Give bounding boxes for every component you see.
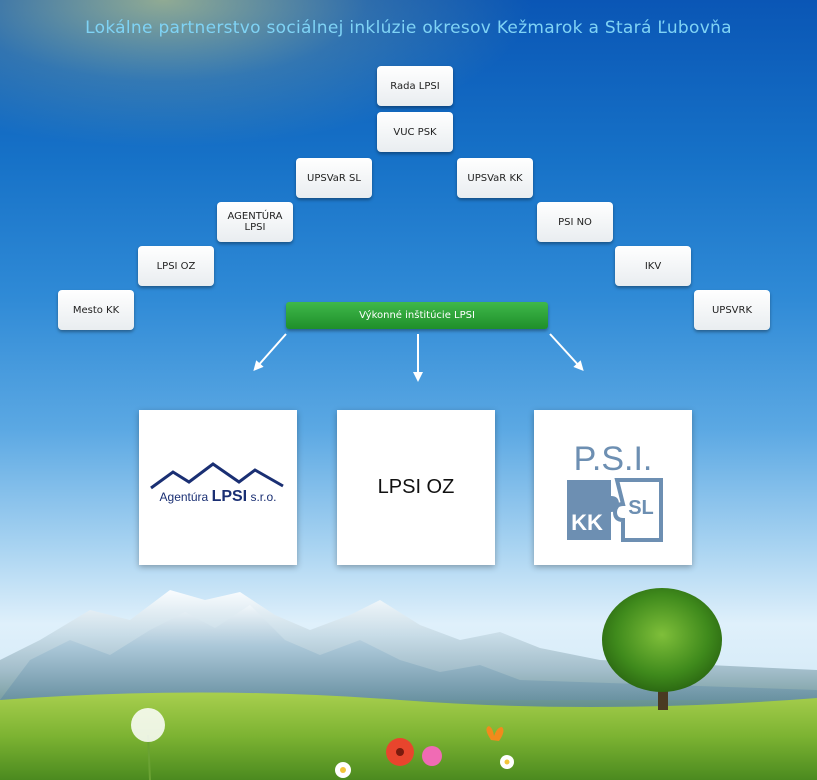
agentura-logo-text: Agentúra LPSI s.r.o. (143, 488, 293, 506)
agentura-logo-suffix: s.r.o. (247, 489, 277, 504)
node-psi-no: PSI NO (537, 202, 613, 242)
arrow-left (253, 333, 287, 371)
node-vuc-psk: VUC PSK (377, 112, 453, 152)
dandelion-head (131, 708, 165, 742)
node-upsvar-sl: UPSVaR SL (296, 158, 372, 198)
card-agentura-lpsi: Agentúra LPSI s.r.o. (139, 410, 297, 565)
card-lpsi-oz: LPSI OZ (337, 410, 495, 565)
butterfly (486, 726, 504, 741)
mountain-range-near (0, 605, 817, 720)
card-lpsi-oz-text: LPSI OZ (377, 476, 455, 498)
flower-white-2-center (504, 759, 510, 765)
agentura-logo-brand: LPSI (211, 487, 248, 505)
psi-logo-right: SL (628, 497, 654, 519)
node-upsvar-kk: UPSVaR KK (457, 158, 533, 198)
flower-white-center (340, 767, 346, 773)
tree-trunk (658, 640, 668, 710)
card-psi: P.S.I. KK SL (534, 410, 692, 565)
psi-logo-left: KK (571, 510, 603, 535)
agentura-logo-prefix: Agentúra (159, 489, 212, 504)
node-ikv: IKV (615, 246, 691, 286)
flower-red-center (396, 748, 404, 756)
mountain-peaks-icon (150, 461, 284, 489)
psi-logo-top: P.S.I. (573, 440, 652, 478)
node-agentura-lpsi: AGENTÚRA LPSI (217, 202, 293, 242)
agentura-lpsi-logo: Agentúra LPSI s.r.o. (143, 458, 293, 518)
flower-pink (422, 746, 442, 766)
psi-logo: P.S.I. KK SL (566, 440, 663, 542)
meadow (0, 692, 817, 780)
node-mesto-kk: Mesto KK (58, 290, 134, 330)
mountain-range-far (0, 590, 817, 700)
flower-white-2 (500, 755, 514, 769)
node-lpsi-oz: LPSI OZ (138, 246, 214, 286)
executive-institutions-bar: Výkonné inštitúcie LPSI (286, 302, 548, 329)
flower-white (335, 762, 351, 778)
node-upsvrk: UPSVRK (694, 290, 770, 330)
tree-crown (602, 588, 722, 692)
page-title: Lokálne partnerstvo sociálnej inklúzie o… (85, 18, 732, 38)
dandelion-stem (147, 734, 151, 780)
node-rada-lpsi: Rada LPSI (377, 66, 453, 106)
arrow-right (549, 333, 584, 371)
puzzle-left-icon (566, 479, 619, 540)
flower-red (386, 738, 414, 766)
puzzle-right-icon (612, 477, 663, 542)
